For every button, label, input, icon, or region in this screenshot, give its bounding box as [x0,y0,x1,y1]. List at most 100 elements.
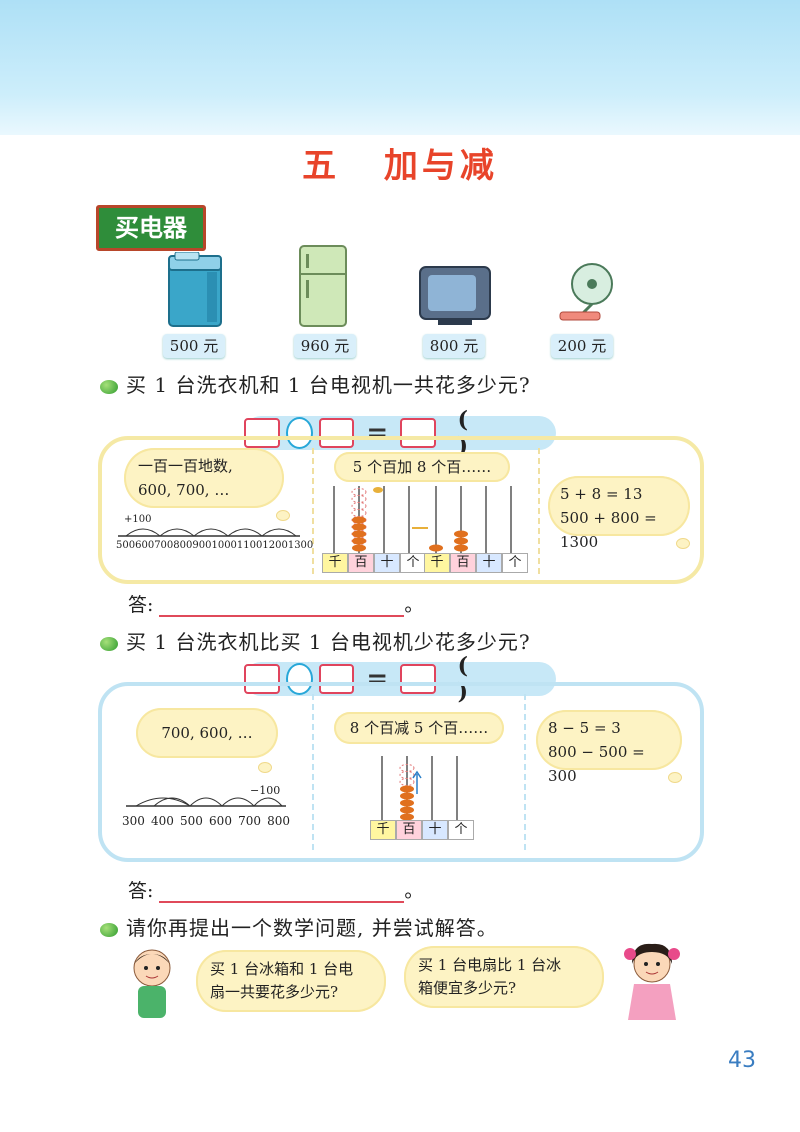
number-line-1 [118,528,300,537]
lesson-title: 买电器 [96,205,206,251]
page-number: 43 [728,1048,756,1073]
calc-bubble-2: 8 − 5 = 3 800 − 500 = 300 [536,710,682,785]
chapter-name: 加与减 [383,146,498,186]
answer-label: 答: [128,594,154,616]
tick-label: 1000 [211,540,237,551]
price-tag-television: 800 元 [423,334,485,358]
abacus-bubble-1: 5 个百加 8 个百…… [334,452,510,482]
green-bullet-icon [100,922,118,937]
tick-label: 1300 [287,540,314,551]
equals-sign: = [366,418,389,448]
television-icon [419,266,491,325]
bubble-line: 买 1 台电扇比 1 台冰 [418,956,562,974]
question-1: 买 1 台洗衣机和 1 台电视机一共花多少元? [100,369,531,398]
boy-question-bubble: 买 1 台冰箱和 1 台电 扇一共要花多少元? [196,950,386,1012]
result-box[interactable] [400,418,436,448]
strategy-panel-1 [98,436,704,584]
bubble-line: 600, 700, … [138,481,230,499]
bubble-line: 一百一百地数, [138,457,233,475]
place-label-tens: 十 [476,553,502,573]
calc-bubble-1: 5 + 8 = 13 500 + 800 = 1300 [548,476,690,551]
electric-fan-icon [559,263,613,321]
divider [538,448,540,574]
abacus-labels-1a: 千 百 十 个 [322,553,426,573]
unit-paren[interactable]: ( ) [457,653,499,705]
tick-label: 300 [122,814,145,828]
equation-box[interactable] [244,664,280,694]
place-label-thousands: 千 [322,553,348,573]
place-label-ones: 个 [400,553,426,573]
place-label-thousands: 千 [424,553,450,573]
chapter-title: 五 加与减 [0,138,800,187]
operator-circle[interactable] [285,663,313,695]
number-line-step-label: −100 [250,784,281,797]
header-band [0,0,800,135]
tick-label: 800 [173,540,193,551]
price-tag-fan: 200 元 [551,334,613,358]
operator-circle[interactable] [285,417,313,449]
tick-label: 700 [154,540,174,551]
place-label-ones: 个 [502,553,528,573]
boy-character-icon [133,949,171,1018]
bubble-line: 买 1 台冰箱和 1 台电 [210,960,354,978]
bubble-line: 扇一共要花多少元? [210,983,339,1001]
answer-end: 。 [404,880,424,902]
equation-box[interactable] [244,418,280,448]
bubble-line: 500 + 800 = 1300 [560,509,657,551]
place-label-hundreds: 百 [396,820,422,840]
number-line-2 [126,797,286,807]
equals-sign: = [366,664,389,694]
number-line-ticks-2: 300 400 500 600 700 800 [122,814,290,828]
equation-bar-1: = ( ) [244,407,556,459]
answer-line[interactable] [159,615,405,617]
answer-2: 答:。 [128,876,423,903]
abacus-labels-1b: 千 百 十 个 [424,553,528,573]
green-bullet-icon [100,636,118,651]
bubble-tail [668,772,682,783]
question-3-text: 请你再提出一个数学问题, 并尝试解答。 [126,916,498,940]
divider [312,448,314,574]
strategy-panel-2 [98,682,704,862]
equation-bar-2: = ( ) [244,653,556,705]
girl-character-icon [624,943,680,1020]
tick-label: 500 [116,540,136,551]
tick-label: 600 [209,814,232,828]
abacus-labels-2: 千 百 十 个 [370,820,474,840]
equation-box[interactable] [318,664,355,694]
answer-line[interactable] [159,901,405,903]
result-box[interactable] [400,664,436,694]
bubble-line: 5 + 8 = 13 [560,485,643,503]
place-label-tens: 十 [422,820,448,840]
place-label-hundreds: 百 [348,553,374,573]
girl-question-bubble: 买 1 台电扇比 1 台冰 箱便宜多少元? [404,946,604,1008]
tick-label: 600 [135,540,155,551]
tick-label: 900 [192,540,212,551]
abacus-bubble-2: 8 个百减 5 个百…… [334,712,504,744]
number-line-step-label: +100 [124,514,152,525]
question-3: 请你再提出一个数学问题, 并尝试解答。 [100,912,498,941]
place-label-thousands: 千 [370,820,396,840]
question-2-text: 买 1 台洗衣机比买 1 台电视机少花多少元? [126,630,531,654]
divider [312,694,314,850]
bubble-tail [258,762,272,773]
bubble-tail [276,510,290,521]
place-label-tens: 十 [374,553,400,573]
bubble-line: 800 − 500 = 300 [548,743,645,785]
abacus-pair-1 [333,486,512,554]
question-1-text: 买 1 台洗衣机和 1 台电视机一共花多少元? [126,373,531,397]
tick-label: 800 [267,814,290,828]
bubble-tail [676,538,690,549]
bubble-line: 箱便宜多少元? [418,979,517,997]
refrigerator-icon [299,245,347,327]
abacus-2 [381,756,458,822]
place-label-ones: 个 [448,820,474,840]
bubble-line: 8 − 5 = 3 [548,719,621,737]
unit-paren[interactable]: ( ) [457,407,499,459]
counting-bubble-2: 700, 600, … [136,708,278,758]
answer-end: 。 [404,594,424,616]
green-bullet-icon [100,379,118,394]
equation-box[interactable] [318,418,355,448]
divider [524,694,526,850]
tick-label: 400 [151,814,174,828]
tick-label: 500 [180,814,203,828]
